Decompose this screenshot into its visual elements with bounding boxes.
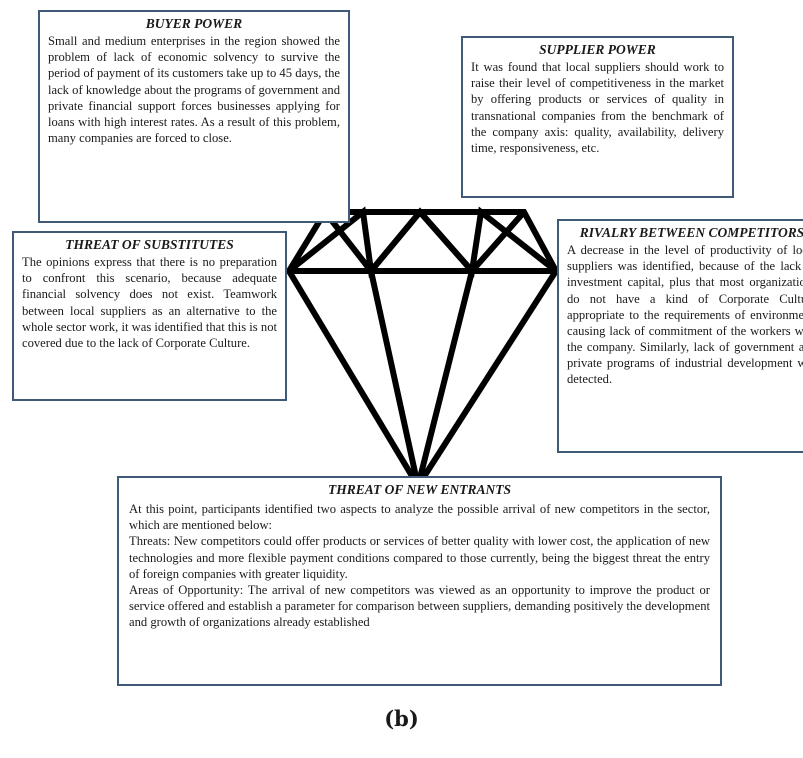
- supplier-power-title: SUPPLIER POWER: [539, 42, 656, 57]
- rivalry-between-competitors-text: A decrease in the level of productivity …: [567, 243, 803, 387]
- threat-of-substitutes-title: THREAT OF SUBSTITUTES: [65, 237, 234, 252]
- supplier-power-text: It was found that local suppliers should…: [471, 60, 724, 155]
- buyer-power-title: BUYER POWER: [145, 16, 243, 31]
- threat-of-substitutes-box: THREAT OF SUBSTITUTES The opinions expre…: [12, 231, 287, 401]
- threat-of-new-entrants-intro: At this point, participants identified t…: [129, 502, 710, 533]
- threat-of-new-entrants-box: THREAT OF NEW ENTRANTS At this point, pa…: [117, 476, 722, 686]
- buyer-power-text: Small and medium enterprises in the regi…: [48, 34, 340, 145]
- supplier-power-box: SUPPLIER POWER It was found that local s…: [461, 36, 734, 198]
- diamond-pavilion-left: [368, 268, 421, 489]
- diamond-outline: [285, 209, 560, 492]
- rivalry-between-competitors-box: RIVALRY BETWEEN COMPETITORS A decrease i…: [557, 219, 803, 453]
- threat-of-new-entrants-threats: Threats: New competitors could offer pro…: [129, 534, 710, 581]
- threat-of-new-entrants-opportunity: Areas of Opportunity: The arrival of new…: [129, 582, 710, 629]
- diamond-pavilion-right: [415, 268, 475, 489]
- buyer-power-box: BUYER POWER Small and medium enterprises…: [38, 10, 350, 223]
- threat-of-substitutes-text: The opinions express that there is no pr…: [22, 255, 277, 350]
- figure-caption: (b): [384, 706, 419, 731]
- rivalry-between-competitors-title: RIVALRY BETWEEN COMPETITORS: [579, 225, 803, 240]
- threat-of-new-entrants-title: THREAT OF NEW ENTRANTS: [328, 482, 511, 497]
